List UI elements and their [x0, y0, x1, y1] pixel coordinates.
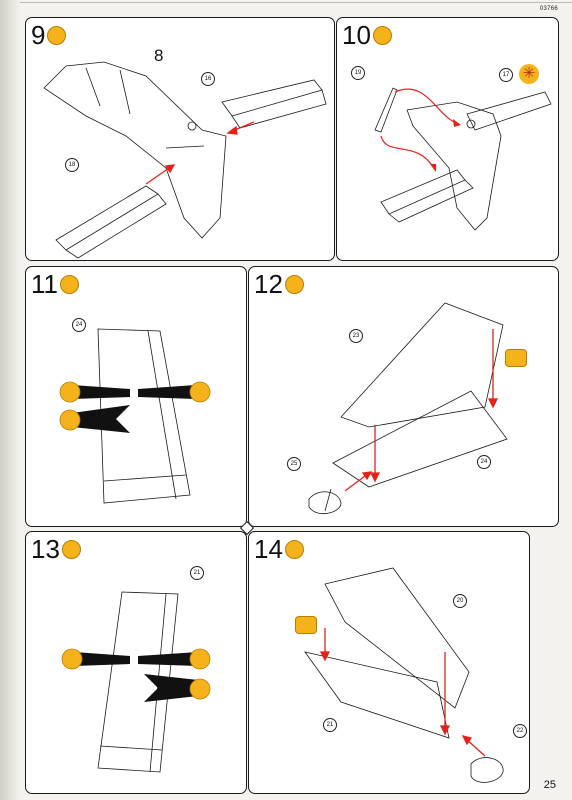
step-number: 12 — [254, 269, 283, 299]
drill-icon — [60, 274, 79, 294]
star-icon: ✳ — [519, 64, 539, 84]
binding-strip — [0, 0, 20, 800]
callout-21: 21 — [190, 566, 204, 580]
paint-brush-icon — [47, 25, 67, 45]
part-label-8: 8 — [154, 46, 164, 65]
step-14-panel: 14 20 21 22 — [248, 531, 530, 794]
top-rule — [20, 2, 572, 3]
step-number: 10 — [342, 20, 371, 50]
step-number: 11 — [31, 269, 58, 299]
paint-brush-icon — [284, 539, 304, 559]
step-9-panel: 9 8 16 18 — [25, 17, 335, 261]
decal-icon — [295, 616, 317, 634]
callout-16: 16 — [201, 72, 215, 86]
step-12-header: 12 — [254, 269, 304, 299]
step-number: 14 — [254, 534, 283, 564]
step-11-illustration — [59, 328, 211, 504]
step-number: 13 — [31, 534, 60, 564]
callout-24: 24 — [477, 455, 491, 469]
document-id: 03766 — [539, 6, 558, 12]
step-12-illustration — [308, 302, 508, 515]
step-13-panel: 13 21 — [25, 531, 247, 794]
callout-21: 21 — [323, 718, 337, 732]
step-11-panel: 11 24 — [25, 266, 247, 527]
paint-brush-icon — [284, 274, 304, 294]
step-13-illustration — [61, 591, 211, 773]
step-14-header: 14 — [254, 534, 304, 564]
glue-icon — [372, 25, 392, 45]
step-10-header: 10 — [342, 20, 392, 50]
callout-25: 25 — [287, 457, 301, 471]
step-9-illustration — [43, 61, 327, 259]
step-10-illustration — [374, 87, 552, 231]
step-12-panel: 12 23 24 25 — [248, 266, 559, 527]
callout-22: 22 — [513, 724, 527, 738]
callout-19: 19 — [351, 66, 365, 80]
callout-24: 24 — [72, 318, 86, 332]
callout-20: 20 — [453, 594, 467, 608]
step-10-panel: 10 19 17 ✳ — [336, 17, 559, 261]
decal-icon — [505, 349, 527, 367]
step-14-illustration — [304, 567, 504, 783]
callout-18: 18 — [65, 158, 79, 172]
callout-23: 23 — [349, 329, 363, 343]
drill-icon — [61, 539, 81, 559]
step-13-header: 13 — [31, 534, 81, 564]
page-number: 25 — [543, 779, 556, 791]
step-11-header: 11 — [31, 269, 79, 299]
callout-17: 17 — [499, 68, 513, 82]
step-number: 9 — [31, 20, 46, 50]
step-9-header: 9 — [31, 20, 67, 50]
